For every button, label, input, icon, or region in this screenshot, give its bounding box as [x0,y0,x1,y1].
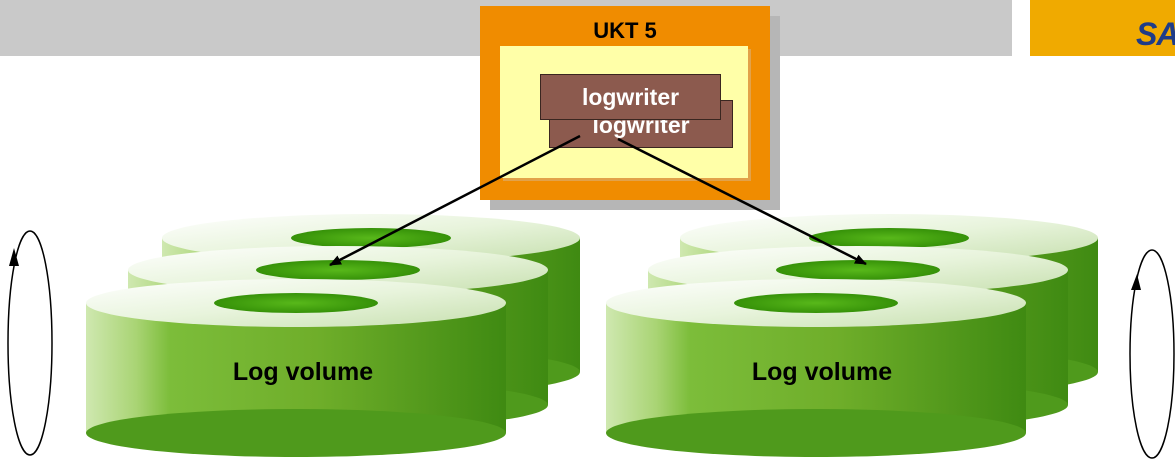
logo-bar [1030,0,1175,56]
disk-left-front [86,279,506,457]
arrow-to-left-volume [329,134,581,267]
log-volume-label-left: Log volume [232,358,374,386]
disk-stack-right [606,214,1098,457]
logwriter-thread-front: logwriter [540,74,721,120]
ukt-title: UKT 5 [593,18,657,43]
sap-logo: SAP [1136,16,1175,52]
log-volume-label-right: Log volume [751,358,893,386]
ukt-box: UKT 5 logwriter logwriter [480,6,770,200]
arrow-to-right-volume [617,137,867,266]
disk-stack-left [86,214,580,457]
rotation-loop-right [1129,249,1175,459]
rotation-loop-left [7,230,53,456]
disk-right-front [606,279,1026,457]
